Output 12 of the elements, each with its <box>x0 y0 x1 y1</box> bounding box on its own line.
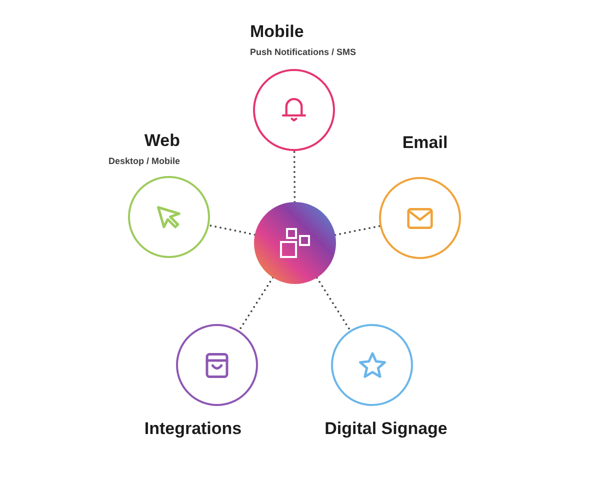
dotted-connector <box>293 150 296 203</box>
dotted-connector <box>316 276 352 332</box>
channel-title: Mobile <box>250 22 304 42</box>
channel-title: Integrations <box>144 419 242 439</box>
channel-subtitle: Push Notifications / SMS <box>250 46 356 58</box>
channel-title: Email <box>402 133 448 153</box>
channel-subtitle: Desktop / Mobile <box>108 155 180 167</box>
channel-title: Web <box>144 131 180 151</box>
dotted-connector <box>208 224 256 236</box>
dotted-connector <box>334 225 381 236</box>
channel-title: Digital Signage <box>324 419 448 439</box>
dotted-connector <box>238 276 274 332</box>
